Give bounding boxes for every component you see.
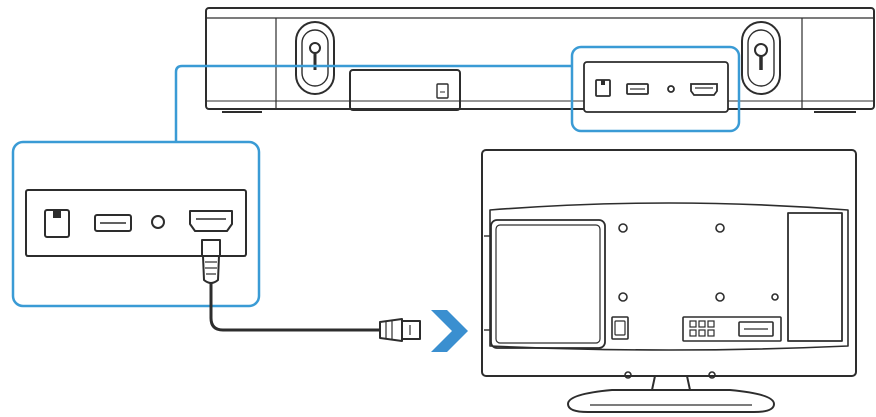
aux-port-icon-large [151,215,165,229]
optical-port-icon [595,79,611,97]
soundbar-port-bay [583,61,729,113]
optical-port-icon-large [44,209,70,238]
hdmi-plug-soundbar-end [201,239,221,284]
callout-frame [11,45,741,308]
hdmi-plug-tv-end [379,318,421,342]
hdmi-port-icon-large [189,210,233,232]
usb-port-icon [626,83,649,95]
tv-hdmi-input-icon [738,321,774,337]
tv-io-panel [682,316,782,342]
tv-rear-panel [481,149,857,377]
hdmi-port-icon [690,83,718,96]
tv-stand [567,375,775,413]
usb-port-icon-large [94,214,132,232]
wall-mount-keyhole-right [741,21,781,95]
aux-port-icon [667,85,675,93]
hdmi-cable [209,282,384,332]
chevron-right-icon [431,310,468,352]
tv-mount-holes [618,223,779,379]
wall-mount-keyhole-left [295,21,335,95]
tv-av-ports [689,320,715,337]
tv-power-socket [611,316,629,340]
